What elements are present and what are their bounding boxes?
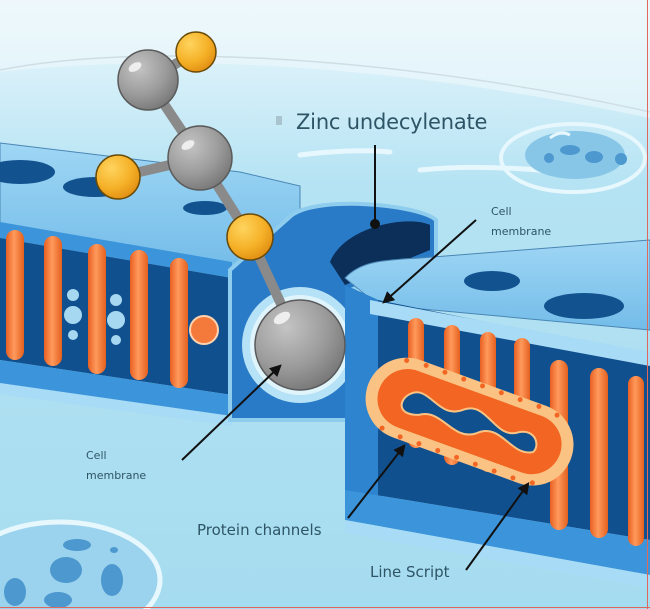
label-line: Cell xyxy=(491,205,512,218)
membrane-right xyxy=(344,239,650,588)
label-zinc-undecylenate: Zinc undecylenate xyxy=(296,110,488,134)
atom-hetero-icon xyxy=(95,154,141,200)
arrow-cell-membrane-left-icon xyxy=(181,364,282,461)
label-cell-membrane-left: Cell membrane xyxy=(86,446,146,486)
label-line-script: Line Script xyxy=(370,563,450,581)
arrow-cell-membrane-right-icon xyxy=(382,219,477,304)
frame-border-bottom xyxy=(0,607,650,608)
bacterium-capsule xyxy=(365,357,574,486)
floating-cell-icon xyxy=(0,519,163,609)
leader-lines xyxy=(181,145,530,571)
floating-cell-icon xyxy=(499,122,647,194)
label-line: Cell xyxy=(86,449,107,462)
atom-carbon-icon xyxy=(117,49,179,111)
label-line: membrane xyxy=(491,225,552,238)
arrow-line-script-icon xyxy=(465,482,530,571)
frame-border-right xyxy=(647,0,648,609)
atom-carbon-icon xyxy=(167,125,233,191)
atom-hetero-icon xyxy=(226,213,274,261)
atom-hetero-icon xyxy=(175,31,217,73)
label-cell-membrane-right: Cell membrane xyxy=(491,202,551,242)
label-line: membrane xyxy=(86,469,147,482)
label-protein-channels: Protein channels xyxy=(197,521,322,539)
title-bullet-icon xyxy=(276,116,282,125)
arrow-protein-channels-icon xyxy=(347,444,406,519)
